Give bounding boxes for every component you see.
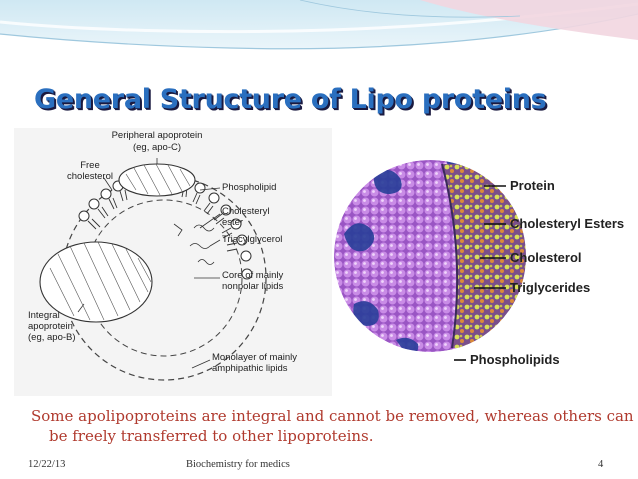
- header-decoration: [0, 0, 638, 62]
- label-peripheral: Peripheral apoprotein: [112, 130, 203, 141]
- label-monolayer-1: Monolayer of mainly: [212, 352, 297, 363]
- label-integral-1: Integral: [28, 310, 60, 321]
- label-triglycerides: Triglycerides: [510, 280, 590, 295]
- footer-title: Biochemistry for medics: [186, 459, 290, 470]
- label-cholesterol-right: Cholesterol: [510, 250, 582, 265]
- label-peripheral-eg: (eg, apo-C): [133, 142, 181, 153]
- label-phospholipid: Phospholipid: [222, 182, 276, 193]
- label-core-2: nonpolar lipids: [222, 281, 284, 292]
- label-cholesterol: cholesterol: [67, 171, 113, 182]
- page-number: 4: [598, 459, 604, 470]
- label-monolayer-2: amphipathic lipids: [212, 363, 288, 374]
- label-phospholipids: Phospholipids: [470, 352, 560, 367]
- slide-title: General Structure of Lipo proteins: [34, 84, 547, 115]
- label-ester: ester: [222, 217, 243, 228]
- label-protein: Protein: [510, 178, 555, 193]
- label-free: Free: [80, 160, 100, 171]
- lipoprotein-3d-illustration: Protein Cholesteryl Esters Cholesterol T…: [334, 134, 638, 392]
- label-core-1: Core of mainly: [222, 270, 283, 281]
- label-cholesteryl: Cholesteryl: [222, 206, 270, 217]
- label-cholesteryl-esters: Cholesteryl Esters: [510, 216, 624, 231]
- label-triacylglycerol: Triacylglycerol: [222, 234, 282, 245]
- label-integral-eg: (eg, apo-B): [28, 332, 76, 343]
- slide-caption: Some apolipoproteins are integral and ca…: [31, 407, 634, 445]
- lipoprotein-schematic: Peripheral apoprotein (eg, apo-C) Free c…: [14, 128, 332, 396]
- footer-date: 12/22/13: [28, 459, 66, 470]
- label-integral-2: apoprotein: [28, 321, 73, 332]
